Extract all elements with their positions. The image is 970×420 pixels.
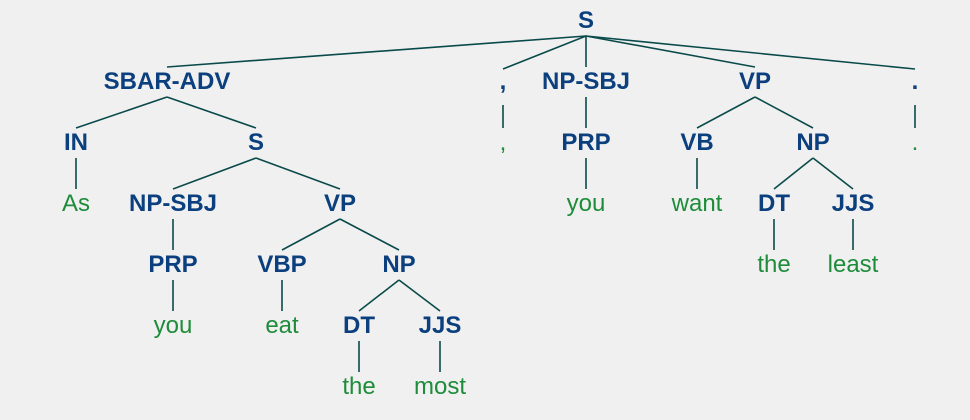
word-eat: eat [265, 312, 299, 339]
tree-edge [75, 96, 168, 129]
tree-edges [75, 35, 916, 372]
tag-prp: PRP [148, 251, 197, 278]
tag-in: IN [64, 129, 88, 156]
tree-edge [696, 96, 756, 129]
tag-s: S [578, 7, 594, 34]
tree-edge [773, 157, 814, 190]
tree-edge [585, 35, 916, 70]
tag-np-sbj: NP-SBJ [129, 190, 217, 217]
tree-edge [166, 35, 587, 68]
tag-np: NP [796, 129, 829, 156]
word-as: As [62, 190, 90, 217]
word-want: want [671, 190, 723, 217]
tag-comma: , [500, 68, 507, 95]
tag-vb: VB [680, 129, 713, 156]
tag-s: S [248, 129, 264, 156]
tree-edge [585, 35, 756, 68]
tree-edge [358, 279, 400, 312]
tree-edge [754, 96, 814, 129]
word-comma: , [500, 129, 507, 156]
word-you: you [567, 190, 606, 217]
tag-np-sbj: NP-SBJ [542, 68, 630, 95]
tree-edge [172, 157, 257, 190]
tag-np: NP [382, 251, 415, 278]
tree-edge [281, 218, 341, 251]
tree-edge [255, 157, 341, 190]
word-you: you [154, 312, 193, 339]
tree-edge [339, 218, 400, 251]
tag-vbp: VBP [257, 251, 306, 278]
tag-dt: DT [758, 190, 790, 217]
tag-jjs: JJS [419, 312, 462, 339]
tag-vp: VP [324, 190, 356, 217]
tag-dt: DT [343, 312, 375, 339]
word-period: . [912, 129, 919, 156]
tag-sbar-adv: SBAR-ADV [104, 68, 231, 95]
tag-prp: PRP [561, 129, 610, 156]
tag-jjs: JJS [832, 190, 875, 217]
tree-edge [166, 96, 257, 129]
word-most: most [414, 373, 466, 400]
tree-edge [812, 157, 854, 190]
tree-nodes: S SBAR-ADV IN As S NP-SBJ PRP you VP VBP eat NP DT th… [62, 7, 918, 400]
word-the: the [757, 251, 790, 278]
tag-vp: VP [739, 68, 771, 95]
tree-edge [398, 279, 441, 312]
word-least: least [828, 251, 879, 278]
word-the: the [342, 373, 375, 400]
tag-period: . [912, 68, 919, 95]
tree-edge [502, 35, 587, 70]
